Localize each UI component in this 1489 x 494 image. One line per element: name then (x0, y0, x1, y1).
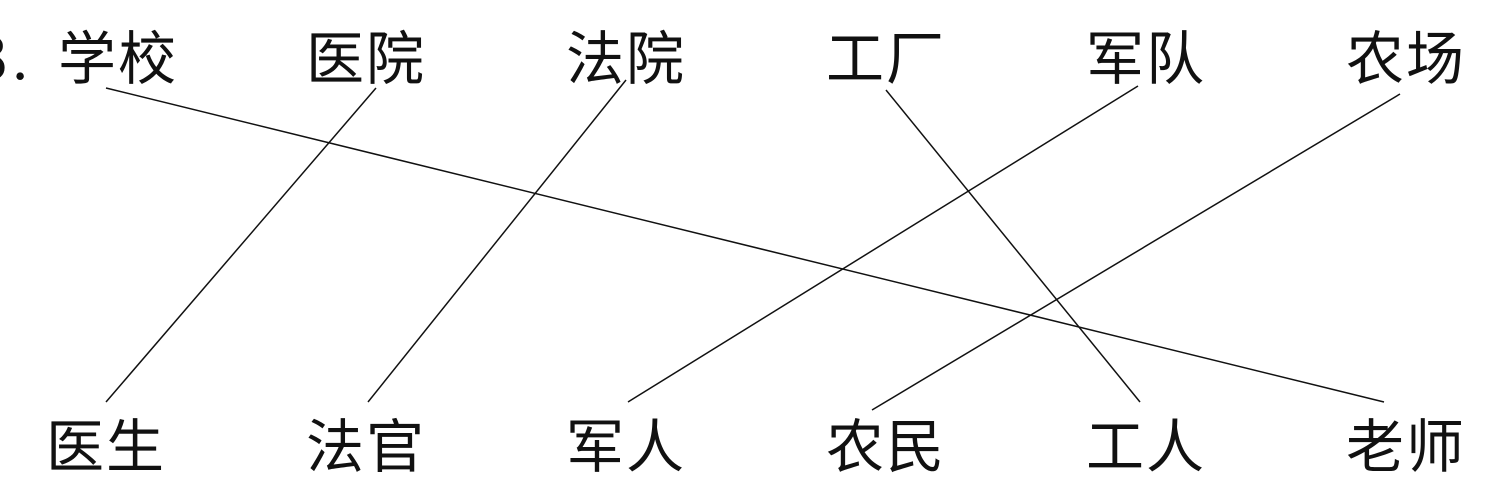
top-word-court: 法院 (566, 25, 687, 93)
match-line-hospital-doctor (105, 87, 377, 403)
top-word-factory: 工厂 (826, 25, 947, 93)
question-number: 3. (0, 25, 32, 93)
bottom-word-doctor: 医生 (46, 413, 167, 481)
match-line-court-judge (367, 79, 627, 403)
top-word-school: 学校 (58, 25, 179, 93)
match-line-army-soldier (627, 85, 1139, 403)
bottom-word-judge: 法官 (306, 413, 427, 481)
match-line-factory-worker (885, 89, 1141, 403)
match-line-farm-farmer (871, 93, 1401, 411)
bottom-word-soldier: 军人 (566, 413, 687, 481)
bottom-word-teacher: 老师 (1346, 413, 1467, 481)
bottom-word-worker: 工人 (1086, 413, 1207, 481)
bottom-word-farmer: 农民 (826, 413, 947, 481)
top-word-farm: 农场 (1346, 25, 1467, 93)
match-line-school-teacher (105, 87, 1385, 403)
top-word-army: 军队 (1086, 25, 1207, 93)
top-word-hospital: 医院 (306, 25, 427, 93)
